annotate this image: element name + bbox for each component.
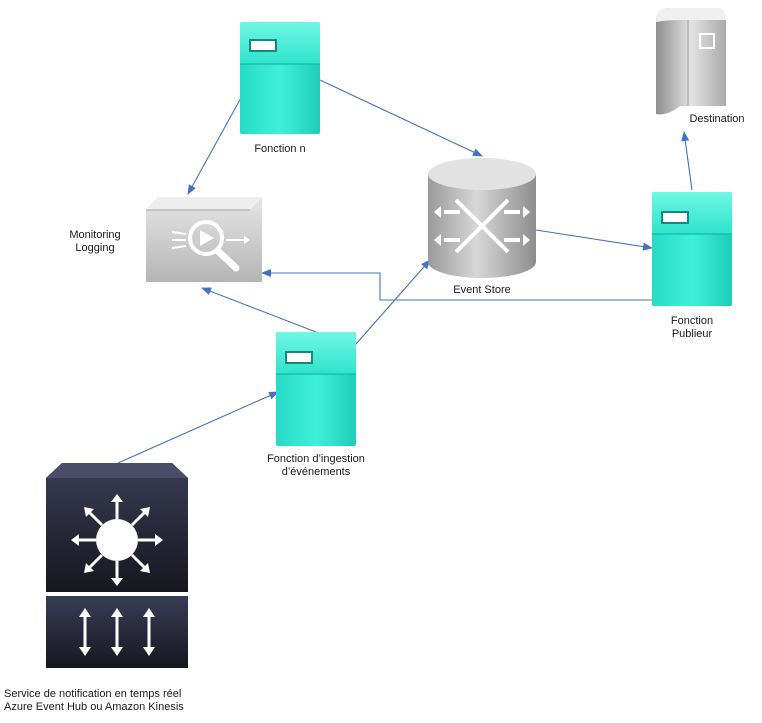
- arrow-publieur-to-monitoring: [261, 269, 652, 301]
- arrow-fonction-n-to-monitoring: [187, 95, 243, 195]
- label-fonction-publieur: Fonction Publieur: [642, 315, 742, 341]
- label-monitoring: Monitoring Logging: [50, 229, 140, 255]
- label-publieur-line2: Publieur: [671, 328, 713, 340]
- connectors: [117, 79, 693, 464]
- arrow-notification-to-ingestion: [117, 391, 279, 464]
- label-service-line1: Service de notification en temps réel: [4, 688, 182, 700]
- fonction-n-server-icon: [240, 22, 320, 134]
- label-destination: Destination: [689, 113, 745, 125]
- event-store-cylinder-icon: [428, 158, 536, 278]
- fonction-publieur-server-icon: [652, 192, 732, 306]
- label-fonction-n: Fonction n: [254, 143, 306, 155]
- label-event-store: Event Store: [453, 284, 511, 296]
- arrow-ingestion-to-monitoring: [201, 287, 317, 333]
- arrow-event-store-to-publieur: [535, 229, 653, 251]
- label-service-notification: Service de notification en temps réel Az…: [4, 688, 234, 714]
- arrow-publieur-to-destination: [681, 131, 693, 191]
- arrow-ingestion-to-event-store: [355, 259, 431, 345]
- label-service-line2: Azure Event Hub ou Amazon Kinesis: [4, 701, 184, 713]
- destination-server-icon: [656, 8, 726, 115]
- label-ingestion-line2: d’événements: [281, 466, 351, 478]
- notification-service-icon: [46, 463, 188, 668]
- label-fonction-ingestion: Fonction d’ingestion d’événements: [236, 453, 396, 479]
- fonction-ingestion-server-icon: [276, 332, 356, 446]
- label-monitoring-line2: Logging: [75, 242, 115, 254]
- label-publieur-line1: Fonction: [670, 315, 714, 327]
- label-ingestion-line1: Fonction d’ingestion: [267, 453, 365, 465]
- label-monitoring-line1: Monitoring: [69, 229, 121, 241]
- monitoring-device-icon: [146, 197, 262, 282]
- arrow-fonction-n-to-event-store: [319, 79, 483, 157]
